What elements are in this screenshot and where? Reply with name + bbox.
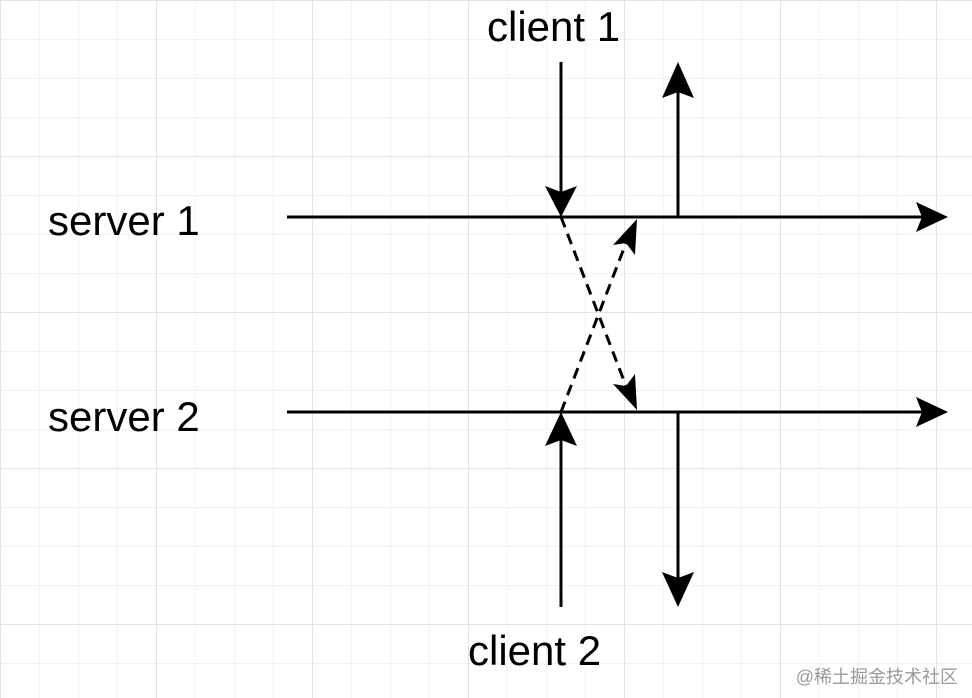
server-1-label: server 1	[48, 197, 200, 244]
client-2-label: client 2	[468, 627, 602, 674]
replication-arrow-server1-to-server2	[559, 216, 628, 387]
server-2-label: server 2	[48, 393, 200, 440]
client-1-request-arrowhead	[545, 186, 577, 217]
client-2-request-arrowhead	[545, 412, 577, 446]
server-1-timeline-arrowhead	[916, 202, 948, 232]
client-1-response-arrowhead	[662, 62, 694, 98]
server-2-timeline-arrowhead	[916, 397, 948, 427]
replication-arrowhead-server1-to-server2	[613, 374, 637, 410]
watermark: @稀土掘金技术社区	[795, 667, 958, 687]
client-2-response-arrowhead	[662, 572, 694, 607]
client-1-label: client 1	[487, 3, 621, 50]
replication-arrowhead-server2-to-server1	[613, 219, 637, 255]
replication-arrow-server2-to-server1	[559, 242, 628, 413]
